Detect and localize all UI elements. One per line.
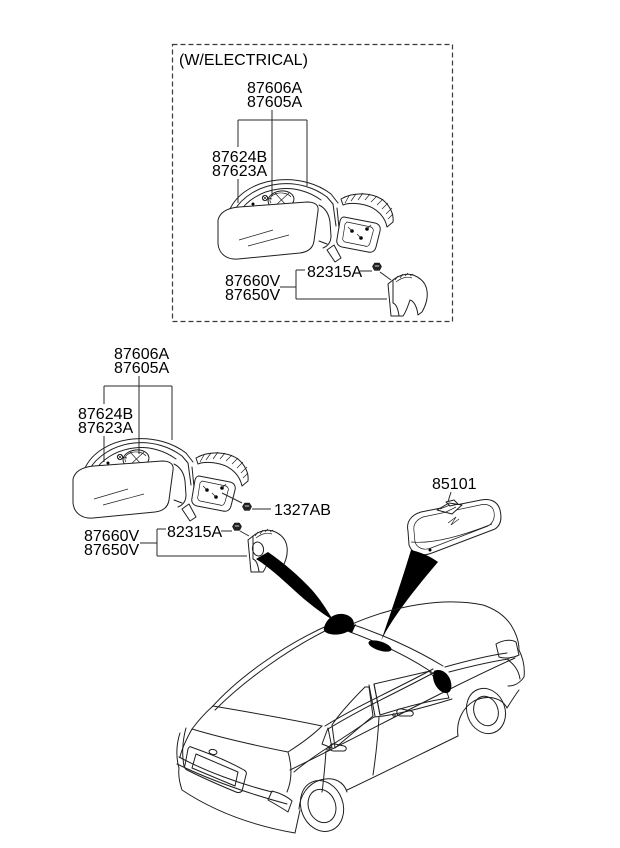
inside-mirror-drawing [407,499,502,556]
rear-wheel [299,780,345,832]
pointer-lines-electrical [237,110,392,300]
front-door-handle [396,708,414,717]
mount-cover-drawing-electrical [387,272,428,317]
headlamp [495,639,520,659]
car-drawing [176,601,525,834]
label-mirror-cover-lh: 87650V [84,542,139,559]
label-mirror-glass-rh-electrical: 87624B [212,149,267,166]
cover-hole [251,541,265,557]
opposite-door-mirror-silhouette [433,669,452,694]
label-inside-mirror: 85101 [432,476,477,493]
inside-mirror-group: 85101 [381,476,502,641]
label-mirror-glass-rh: 87624B [78,406,133,423]
label-mirror-assembly-lh-electrical: 87605A [247,94,302,111]
label-mirror-assembly-lh: 87605A [114,360,169,377]
label-mirror-cover-rh-electrical: 87660V [225,273,280,290]
electrical-note-label: (W/ELECTRICAL) [179,52,308,69]
mirror-reflection-mark [447,516,460,526]
label-mirror-cover-lh-electrical: 87650V [225,287,280,304]
door-mirror-drawing [72,438,249,522]
locator-arrow-door-mirror [256,552,333,620]
label-mirror-glass-lh-electrical: 87623A [212,163,267,180]
mirror-mount [436,499,463,515]
screw-icon-electrical [371,262,383,271]
trunk-emblem [208,748,218,756]
tail-lamp [267,790,293,813]
cover-screw-icon [231,522,243,531]
shoulder-crease [289,657,516,771]
dashed-option-border [171,43,454,323]
glass-nut-icon [241,502,253,511]
label-cover-screw: 82315A [167,524,222,541]
rear-door-handle [329,743,347,752]
inside-mirror-location-marker [368,640,392,652]
label-mirror-assembly-rh-electrical: 87606A [247,80,302,97]
label-glass-nut: 1327AB [274,502,331,519]
door-mirror-location-marker [323,613,356,635]
pointer-lines-standard [103,376,271,557]
license-plate-recess [184,746,247,794]
electrical-option-box: (W/ELECTRICAL) 87606A 87605A 87624B 8762… [171,43,454,323]
door-mirror-drawing-electrical [217,179,394,263]
front-wheel [465,687,507,735]
label-mirror-cover-rh: 87660V [84,528,139,545]
label-cover-screw-electrical: 82315A [307,264,362,281]
label-mirror-assembly-rh: 87606A [114,346,169,363]
label-mirror-glass-lh: 87623A [78,420,133,437]
standard-mirror-group: 87606A 87605A 87624B 87623A 1327AB 82315… [72,346,333,620]
quarter-window [321,727,333,749]
locator-arrow-inside-mirror [381,550,438,641]
